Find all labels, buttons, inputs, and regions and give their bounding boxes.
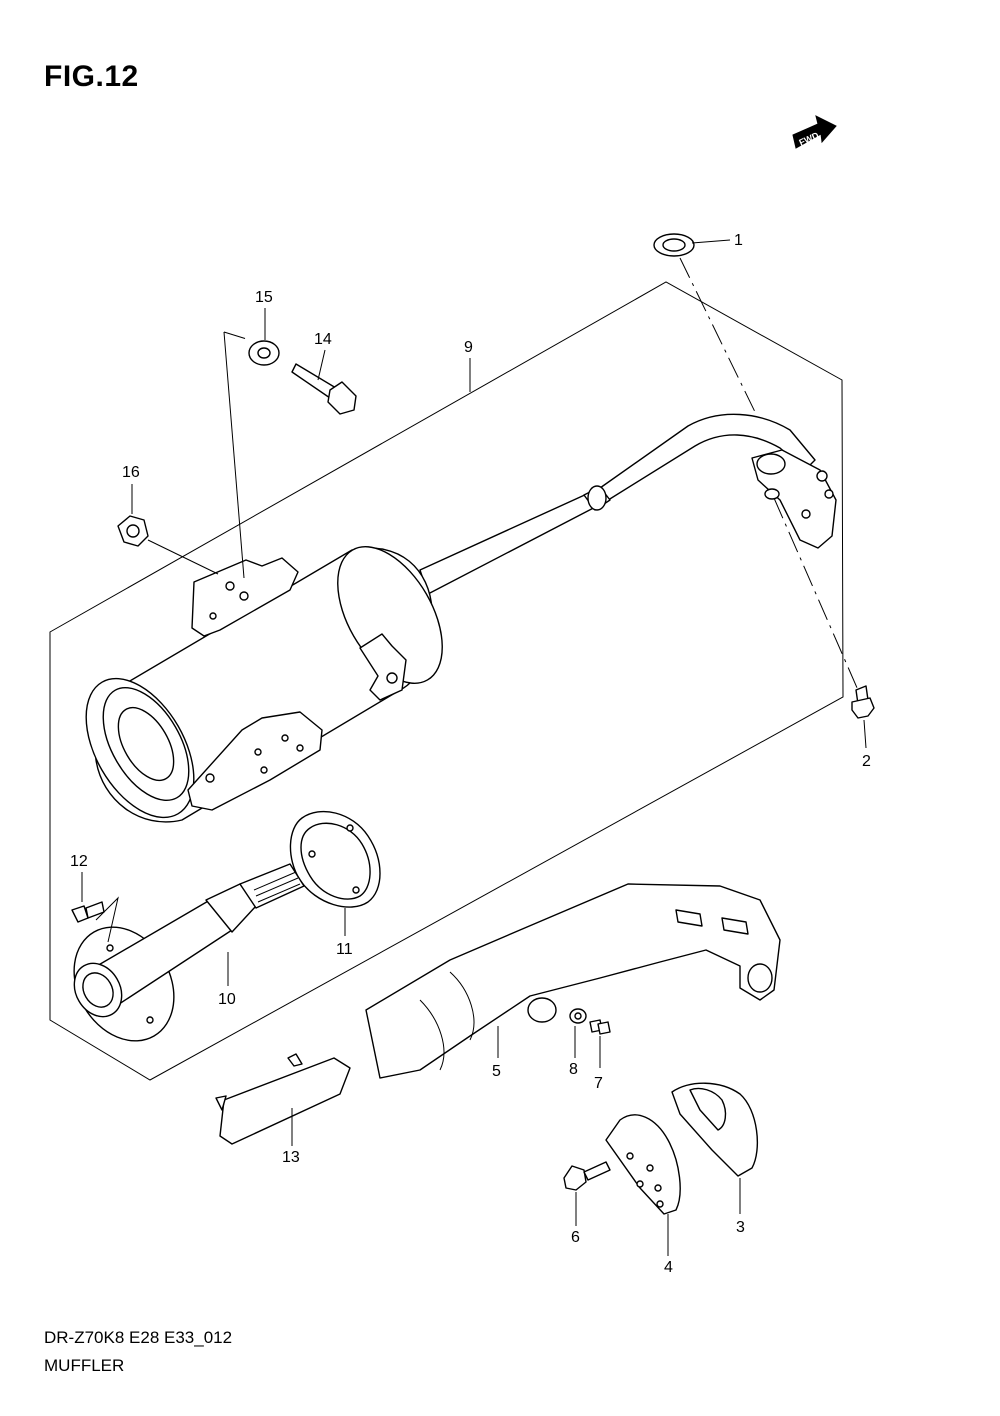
callout-1: 1 xyxy=(734,232,743,249)
callout-7: 7 xyxy=(594,1075,603,1092)
bolt-part-2 xyxy=(851,685,875,719)
callout-11: 11 xyxy=(336,941,353,958)
callout-12: 12 xyxy=(70,853,88,870)
screw-part-12 xyxy=(71,901,105,923)
callout-6: 6 xyxy=(571,1229,580,1246)
callout-10: 10 xyxy=(218,991,236,1008)
guard-part-3 xyxy=(671,1082,758,1177)
washer-part-8 xyxy=(569,1008,587,1024)
leader-lines xyxy=(81,239,867,1256)
callout-16: 16 xyxy=(122,464,140,481)
callout-8: 8 xyxy=(569,1061,578,1078)
fwd-arrow-icon: FWD xyxy=(792,115,837,149)
callout-9: 9 xyxy=(464,339,473,356)
assembly-outline xyxy=(49,281,844,1081)
callout-15: 15 xyxy=(255,289,273,306)
guard-part-4 xyxy=(605,1114,681,1215)
muffler-assembly xyxy=(85,413,837,823)
callout-3: 3 xyxy=(736,1219,745,1236)
callout-2: 2 xyxy=(862,753,871,770)
cover-plate-part-13 xyxy=(215,1053,351,1145)
tail-pipe-part-10 xyxy=(73,863,305,1042)
callout-4: 4 xyxy=(664,1259,673,1276)
gasket-ring-part-11 xyxy=(289,810,381,908)
muffler-protector-part-5 xyxy=(365,883,781,1079)
bolt-part-14 xyxy=(291,363,357,415)
callout-5: 5 xyxy=(492,1063,501,1080)
callout-14: 14 xyxy=(314,331,332,348)
figure-title: FIG.12 xyxy=(44,60,139,93)
model-code: DR-Z70K8 E28 E33_012 xyxy=(44,1328,233,1347)
washer-part-15 xyxy=(248,340,280,366)
callout-13: 13 xyxy=(282,1149,300,1166)
nut-part-16 xyxy=(117,515,149,547)
screw-part-7 xyxy=(589,1019,611,1035)
diagram-caption: MUFFLER xyxy=(44,1356,125,1375)
gasket-part xyxy=(653,233,695,257)
bolt-part-6 xyxy=(563,1161,611,1191)
callout-labels: 1 2 3 4 5 6 7 8 9 10 11 12 13 14 15 16 xyxy=(70,232,871,1276)
